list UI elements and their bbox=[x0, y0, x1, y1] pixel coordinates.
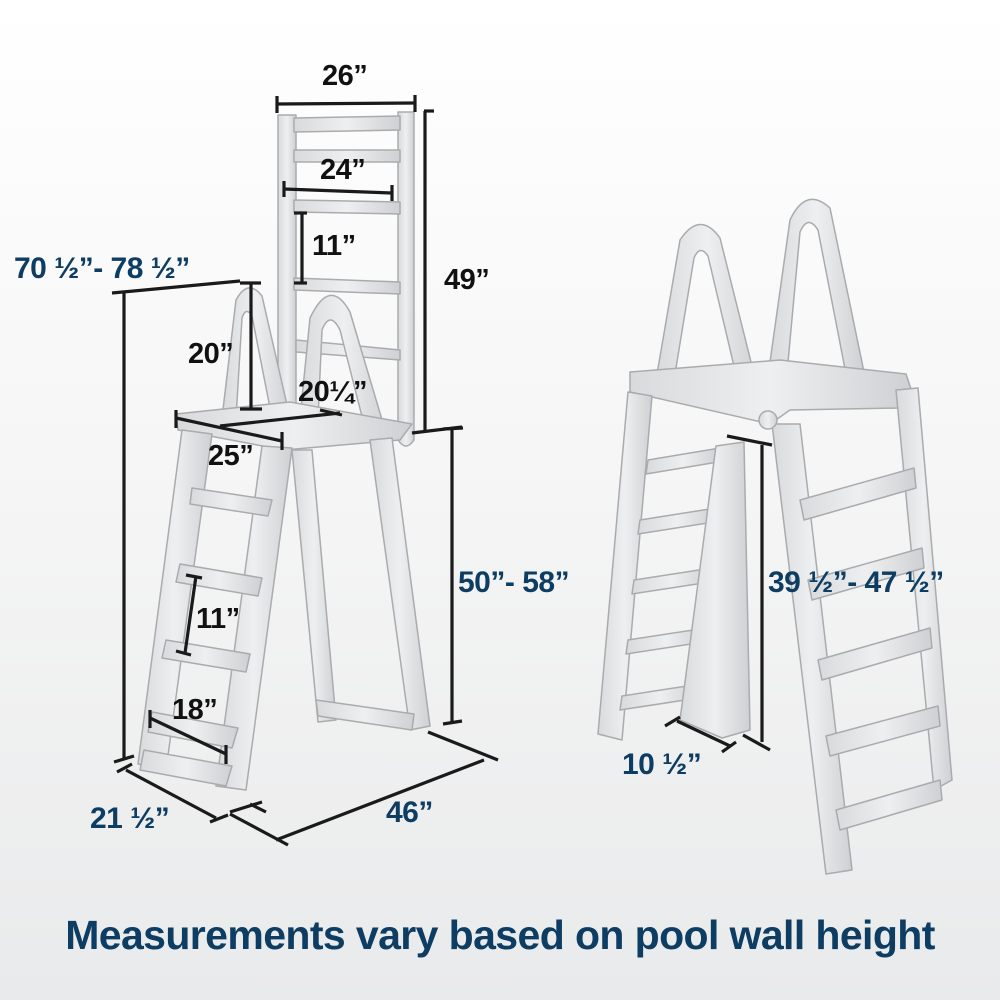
left-upper-rung-2 bbox=[293, 149, 401, 163]
right-outside-leg-left bbox=[771, 423, 853, 875]
label-base-depth: 46” bbox=[386, 796, 433, 829]
dimension-lines bbox=[111, 95, 773, 847]
right-barrier-panel bbox=[679, 441, 751, 739]
right-outside-step-5 bbox=[835, 779, 943, 831]
label-step-width: 18” bbox=[172, 694, 218, 726]
right-outside-step-2 bbox=[807, 547, 925, 601]
left-step-5 bbox=[139, 749, 233, 787]
left-step-2 bbox=[175, 563, 263, 597]
label-total-height: 70 ½”- 78 ½” bbox=[14, 252, 190, 285]
right-outside-step-1 bbox=[799, 467, 917, 521]
left-upper-rung-3 bbox=[293, 199, 401, 215]
left-rear-leg-right bbox=[369, 437, 431, 731]
right-ladder-illustration bbox=[597, 198, 953, 875]
label-upper-step-spacing: 11” bbox=[312, 230, 356, 262]
label-top-rail-width: 26” bbox=[322, 60, 368, 92]
label-inside-height: 39 ½”- 47 ½” bbox=[768, 566, 944, 599]
right-inside-rung-1 bbox=[645, 447, 721, 475]
right-hinge bbox=[758, 410, 778, 430]
left-rear-leg-left bbox=[291, 449, 337, 723]
left-upper-rung-4 bbox=[293, 277, 401, 295]
label-barrier-width: 10 ½” bbox=[622, 748, 702, 781]
right-handrail-back bbox=[769, 198, 865, 375]
left-step-3 bbox=[161, 639, 251, 673]
label-platform-depth: 20¼” bbox=[298, 376, 367, 408]
left-rear-crossbar bbox=[315, 699, 415, 731]
label-upper-section-height: 49” bbox=[444, 264, 490, 296]
caption: Measurements vary based on pool wall hei… bbox=[65, 912, 935, 958]
right-outside-step-4 bbox=[825, 705, 941, 757]
label-platform-width: 25” bbox=[208, 440, 254, 472]
label-handrail-height: 20” bbox=[188, 338, 234, 370]
left-step-1 bbox=[189, 487, 273, 517]
label-inner-rail-width: 24” bbox=[320, 154, 366, 186]
left-upper-rung-1 bbox=[293, 115, 401, 133]
left-platform bbox=[175, 401, 413, 451]
label-lower-step-spacing: 11” bbox=[196, 603, 240, 635]
left-ladder-illustration bbox=[137, 111, 431, 791]
label-base-width: 21 ½” bbox=[90, 802, 170, 835]
right-outside-step-3 bbox=[817, 627, 933, 681]
label-lower-section-height: 50”- 58” bbox=[458, 566, 570, 599]
right-inside-leg-left bbox=[597, 391, 653, 741]
